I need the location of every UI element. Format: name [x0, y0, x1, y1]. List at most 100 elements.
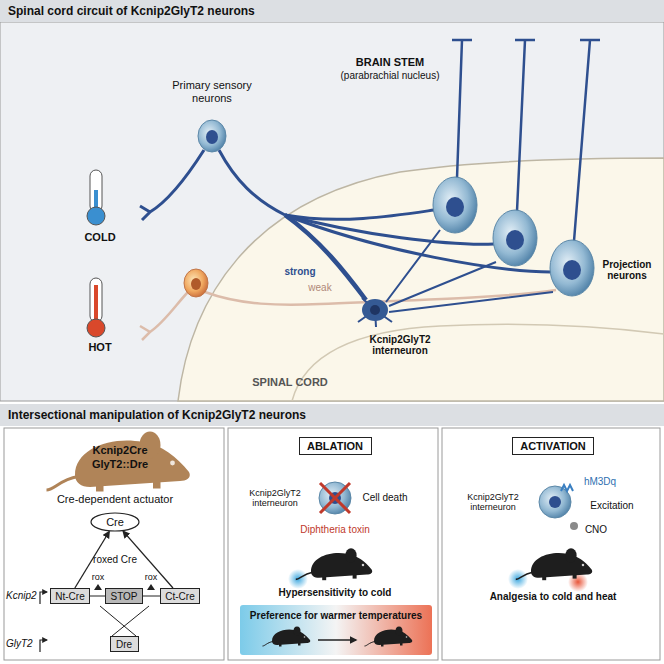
ablation-art	[240, 605, 432, 655]
label-text: Analgesia to cold and heat	[490, 591, 617, 603]
neurons	[184, 269, 208, 297]
neurons	[191, 278, 201, 290]
cold-fiber	[140, 150, 204, 220]
label-text: Kcnip2	[6, 590, 37, 602]
label-text: BRAIN STEM	[356, 56, 424, 69]
gene-box: Ct-Cre	[160, 588, 200, 604]
thermometers	[87, 207, 105, 225]
genetics	[90, 596, 106, 597]
label-text: rox	[145, 572, 158, 582]
label-text: rox	[92, 572, 105, 582]
bottom-panels	[4, 428, 660, 660]
node-text: Intersectional manipulation of Kcnip2Gly…	[8, 408, 306, 422]
neurons	[506, 230, 524, 250]
dorsal-horn-line	[292, 324, 664, 401]
node-text: ACTIVATION	[520, 440, 586, 452]
label-text: weak	[308, 282, 331, 294]
projection-axons	[574, 40, 600, 241]
recombination-cross	[100, 606, 149, 636]
neurons	[550, 240, 594, 296]
label-text: Preference for warmer temperatures	[250, 610, 422, 622]
interneuron	[358, 298, 392, 327]
cold-fiber	[140, 150, 553, 312]
cold-fiber	[285, 215, 366, 300]
enzyme-ellipse: Cre	[90, 512, 140, 532]
ablation-art	[318, 639, 356, 641]
promoter-arrow	[40, 640, 47, 652]
node-text: Ct-Cre	[165, 591, 194, 602]
ablation-art	[263, 627, 311, 647]
top-panel	[0, 22, 664, 401]
label-text: Cell death	[362, 492, 407, 504]
neurons	[563, 260, 581, 280]
cold-fiber	[285, 210, 434, 219]
ablation-art	[296, 548, 372, 580]
cold-fiber	[219, 150, 285, 215]
gene-box: Nt-Cre	[50, 588, 90, 604]
genetics	[47, 432, 190, 492]
activation-art	[549, 496, 561, 508]
ablation-art	[319, 482, 351, 514]
neurons	[433, 177, 477, 233]
label-text: strong	[284, 266, 315, 278]
label-text: GlyT2::Dre	[92, 458, 148, 471]
neurons	[370, 305, 380, 315]
label-text: Cre-dependent actuator	[57, 493, 173, 506]
label-text: Primary sensory neurons	[165, 79, 260, 104]
neurons	[184, 120, 594, 327]
label-text: Diphtheria toxin	[300, 524, 369, 536]
stop-box: STOP	[105, 588, 143, 604]
receptor	[561, 485, 573, 491]
node-text: ABLATION	[307, 440, 363, 452]
neurons	[362, 299, 388, 321]
node-text: Nt-Cre	[55, 591, 84, 602]
hot-fiber	[140, 290, 556, 340]
label-text: Excitation	[590, 500, 633, 512]
ablation-art	[240, 482, 432, 655]
ablation-art	[365, 627, 413, 647]
rox-site	[94, 584, 102, 590]
thermometers	[87, 170, 105, 337]
genetics	[142, 596, 160, 597]
neurons	[446, 197, 464, 217]
hot-fiber	[140, 292, 188, 340]
label-text: Kcnip2GlyT2 interneuron	[355, 334, 445, 357]
top-panel	[0, 22, 664, 401]
cno-dot	[570, 522, 578, 530]
label-text: Kcnip2GlyT2 interneuron	[240, 488, 310, 509]
promoter-arrow	[40, 592, 47, 604]
ablation-art	[320, 483, 350, 513]
panel-header: Spinal cord circuit of Kcnip2GlyT2 neuro…	[0, 0, 664, 22]
ellipse-outline	[91, 513, 139, 531]
label-text: Kcnip2GlyT2 interneuron	[458, 492, 528, 513]
label-text: (parabrachial nucleus)	[341, 70, 440, 82]
neurons	[493, 210, 537, 266]
rox-site	[147, 584, 155, 590]
node-text: Cre	[106, 516, 124, 528]
label-text: HOT	[88, 341, 111, 354]
neurons	[206, 130, 218, 144]
activation-art	[516, 548, 592, 580]
panel-header: Intersectional manipulation of Kcnip2Gly…	[0, 404, 664, 426]
label-text: CNO	[585, 524, 607, 536]
label-text: hM3Dq	[584, 476, 616, 488]
bottom-panels	[228, 428, 438, 660]
spinal-cord	[178, 158, 664, 401]
label-text: Hypersensitivity to cold	[279, 587, 392, 599]
label-text: SPINAL CORD	[252, 376, 328, 389]
label-text: GlyT2	[6, 638, 33, 650]
thermometers	[87, 319, 105, 337]
neurons	[198, 120, 226, 152]
method-box: ABLATION	[299, 437, 372, 455]
interneuron	[358, 298, 392, 327]
projection-axons	[515, 40, 535, 211]
label-text: Kcnip2Cre	[92, 444, 147, 457]
label-text: roxed Cre	[93, 554, 137, 566]
activation-art	[508, 485, 592, 592]
method-box: ACTIVATION	[512, 437, 594, 455]
genetics	[40, 432, 190, 653]
label-text: Projection neurons	[596, 259, 658, 282]
bottom-panels	[4, 428, 224, 660]
